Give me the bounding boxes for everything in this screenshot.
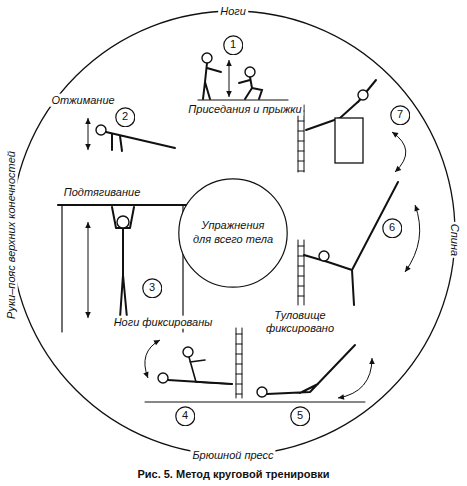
arrow-head <box>226 91 232 97</box>
callout-number: 2 <box>122 111 128 122</box>
callout-number: 6 <box>389 222 395 233</box>
outer-circle <box>11 11 455 455</box>
arrow-head <box>153 340 160 345</box>
athlete-figure <box>267 345 355 394</box>
arrow-head <box>405 265 411 272</box>
pullup-post <box>62 205 183 332</box>
arrow-head <box>85 222 91 228</box>
exercise-label: Ноги фиксированы <box>112 316 215 329</box>
floor-line <box>145 402 365 403</box>
region-label: Руки–пояс верхних конечностей <box>5 149 18 321</box>
arrow-head <box>226 60 232 66</box>
athlete-figure <box>106 132 175 151</box>
callout-number: 5 <box>297 410 303 421</box>
athlete-head <box>183 347 193 357</box>
number-circle-outline <box>116 108 135 127</box>
exercise-label: Отжимание <box>49 94 116 107</box>
wall-bars <box>298 240 304 305</box>
pullup-bar <box>58 204 187 206</box>
step-number: 4 <box>175 406 196 427</box>
arrow-head <box>414 205 419 212</box>
number-circle-outline <box>383 219 402 238</box>
region-label: Брюшной пресс <box>190 449 275 462</box>
athlete-head <box>245 67 255 77</box>
center-label: Упражнения для всего тела <box>192 219 274 247</box>
athlete-head <box>158 373 168 383</box>
floor-line <box>198 99 288 100</box>
bench-box <box>335 118 363 163</box>
figure-caption: Рис. 5. Метод круговой тренировки <box>0 468 467 480</box>
number-circle-outline <box>391 106 410 125</box>
athlete-figure <box>239 77 262 99</box>
number-circle-outline <box>291 407 310 426</box>
motion-arrow <box>392 132 406 172</box>
motion-arrow <box>88 222 89 318</box>
center-circle: Упражнения для всего тела <box>178 178 288 288</box>
step-number: 7 <box>390 105 411 126</box>
arrow-head <box>143 371 148 378</box>
callout-number: 7 <box>397 109 403 120</box>
athlete-figure <box>304 182 398 305</box>
center-circle-outline <box>179 179 287 287</box>
arrow-head <box>392 132 399 138</box>
number-circle-outline <box>176 407 195 426</box>
number-circle-outline <box>143 279 162 298</box>
arrow-head <box>338 394 344 400</box>
exercise-label: Туловище фиксировано <box>259 309 341 334</box>
step-number: 3 <box>142 278 163 299</box>
callout-number: 1 <box>230 39 236 50</box>
region-label: Ноги <box>218 5 248 18</box>
number-circle-outline <box>224 36 243 55</box>
step-number: 2 <box>115 107 136 128</box>
region-label: Спина <box>449 222 462 258</box>
step-number: 5 <box>290 406 311 427</box>
athlete-head <box>117 216 129 228</box>
arrow-head <box>85 118 91 124</box>
arrow-head <box>85 144 91 150</box>
step-number: 1 <box>223 35 244 56</box>
athlete-head <box>96 125 106 135</box>
arrow-head <box>369 358 375 364</box>
callout-number: 4 <box>182 410 188 421</box>
athlete-figure <box>112 207 134 318</box>
exercise-label: Подтягивание <box>62 186 143 199</box>
wall-bars <box>236 328 242 398</box>
athlete-figure <box>203 63 221 99</box>
callout-number: 3 <box>149 282 155 293</box>
athlete-figure <box>189 357 232 384</box>
step-number: 6 <box>382 218 403 239</box>
athlete-head <box>358 90 368 100</box>
athlete-head <box>202 53 212 63</box>
athlete-head <box>257 387 267 397</box>
motion-arrow <box>405 205 420 272</box>
athlete-head <box>319 251 329 261</box>
motion-arrow <box>338 358 372 398</box>
exercise-label: Приседания и прыжки <box>186 103 303 116</box>
arrow-head <box>85 312 91 318</box>
arrow-head <box>395 166 401 172</box>
